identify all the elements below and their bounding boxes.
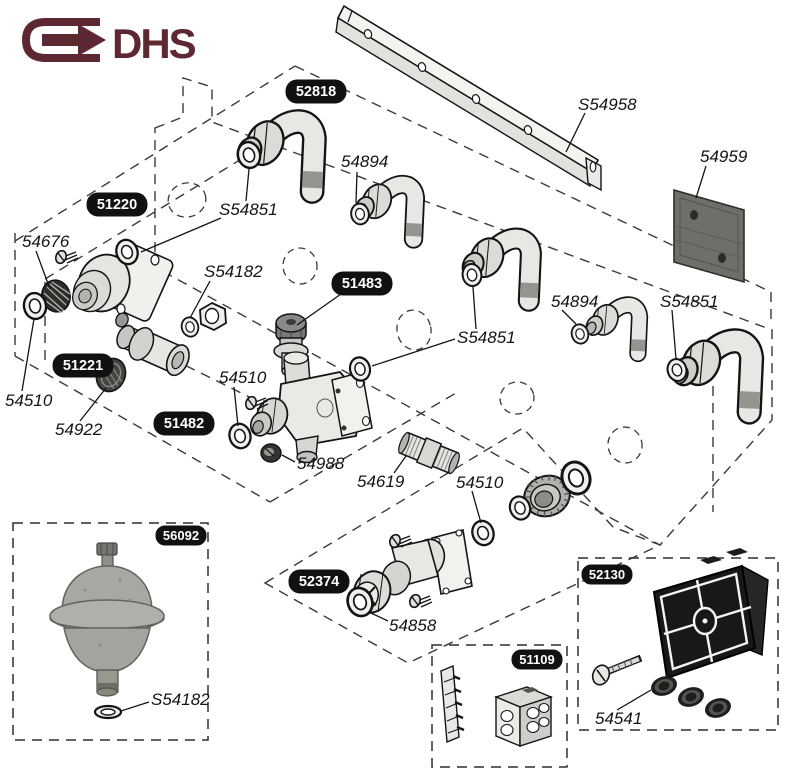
detail-box-56092 — [12, 522, 209, 741]
o-ring-54510-valve — [225, 420, 255, 452]
label-54988: 54988 — [297, 454, 345, 473]
label-54959: 54959 — [700, 147, 748, 166]
label-54619: 54619 — [357, 472, 405, 491]
solenoid-block-52130 — [591, 548, 769, 686]
svg-text:51221: 51221 — [63, 358, 103, 374]
screw-52374-bottom — [407, 592, 433, 610]
panel-holes — [167, 182, 643, 464]
label-54676: 54676 — [22, 232, 70, 251]
label-54541: 54541 — [595, 709, 642, 728]
svg-text:51483: 51483 — [342, 276, 382, 292]
label-54510-left: 54510 — [5, 391, 53, 410]
o-ring-54510-52374 — [467, 516, 499, 550]
label-s54851-right: S54851 — [660, 292, 719, 311]
label-54894-left: 54894 — [341, 152, 388, 171]
water-hammer-arrestor-56092 — [49, 542, 165, 697]
svg-text:51482: 51482 — [164, 416, 204, 432]
check-valve-52374 — [352, 529, 473, 614]
valve-51482 — [249, 351, 373, 464]
svg-text:51220: 51220 — [97, 197, 137, 213]
pill-52818: 52818 — [285, 79, 347, 104]
filter-screen-54676 — [41, 279, 71, 314]
grommet-54541-3 — [702, 694, 734, 722]
svg-text:51109: 51109 — [519, 652, 554, 667]
svg-text:52818: 52818 — [296, 84, 336, 100]
label-54922: 54922 — [55, 420, 103, 439]
pill-51220: 51220 — [86, 192, 148, 217]
boxed-part-numbers: 52818 51220 51221 51482 51483 52374 5609… — [52, 79, 633, 670]
o-ring-s54182-bottom — [93, 704, 123, 720]
coupler-51221 — [116, 324, 190, 377]
pill-51483: 51483 — [331, 271, 393, 296]
pill-52130: 52130 — [581, 564, 633, 585]
pill-51221: 51221 — [52, 353, 114, 378]
logo-brand-text: DHS — [112, 20, 196, 67]
grommet-54988 — [260, 443, 282, 463]
label-54858: 54858 — [389, 616, 437, 635]
flanged-valve-51220 — [71, 242, 174, 328]
o-ring-s54182 — [178, 314, 202, 340]
logo-arrow-icon — [42, 24, 106, 56]
label-54510-valve: 54510 — [219, 368, 267, 387]
svg-text:52130: 52130 — [589, 567, 625, 582]
leader-lines — [21, 112, 707, 712]
pill-51109: 51109 — [511, 649, 563, 670]
svg-text:56092: 56092 — [163, 528, 199, 543]
hex-nut-s54182 — [199, 301, 227, 332]
wall-bracket-plate — [673, 188, 745, 284]
wall-panel — [154, 77, 773, 546]
grommet-54541-1 — [648, 672, 680, 700]
part-labels: S54958 54959 54894 S54851 54676 S54182 5… — [5, 95, 748, 728]
label-54894-right: 54894 — [551, 292, 598, 311]
pill-52374: 52374 — [288, 569, 350, 594]
label-s54182-bottom: S54182 — [151, 690, 210, 709]
pill-56092: 56092 — [155, 525, 207, 546]
terminal-block-51109 — [440, 664, 554, 748]
detail-box-51109 — [431, 644, 568, 768]
svg-text:52374: 52374 — [299, 574, 339, 590]
mounting-rail — [335, 4, 602, 192]
grommet-54541-2 — [675, 683, 707, 711]
label-s54851-mid: S54851 — [457, 328, 516, 347]
pill-51482: 51482 — [153, 411, 215, 436]
label-54510-52374: 54510 — [456, 473, 504, 492]
label-s54851-top: S54851 — [219, 200, 278, 219]
screw-54676-area — [53, 248, 79, 266]
threaded-nipple-54619 — [398, 431, 460, 475]
label-s54958: S54958 — [578, 95, 637, 114]
dhs-logo: DHS — [21, 18, 198, 67]
dashed-boundaries — [14, 65, 772, 664]
label-s54182-top: S54182 — [204, 262, 263, 281]
logo-capsule-icon — [21, 18, 100, 62]
